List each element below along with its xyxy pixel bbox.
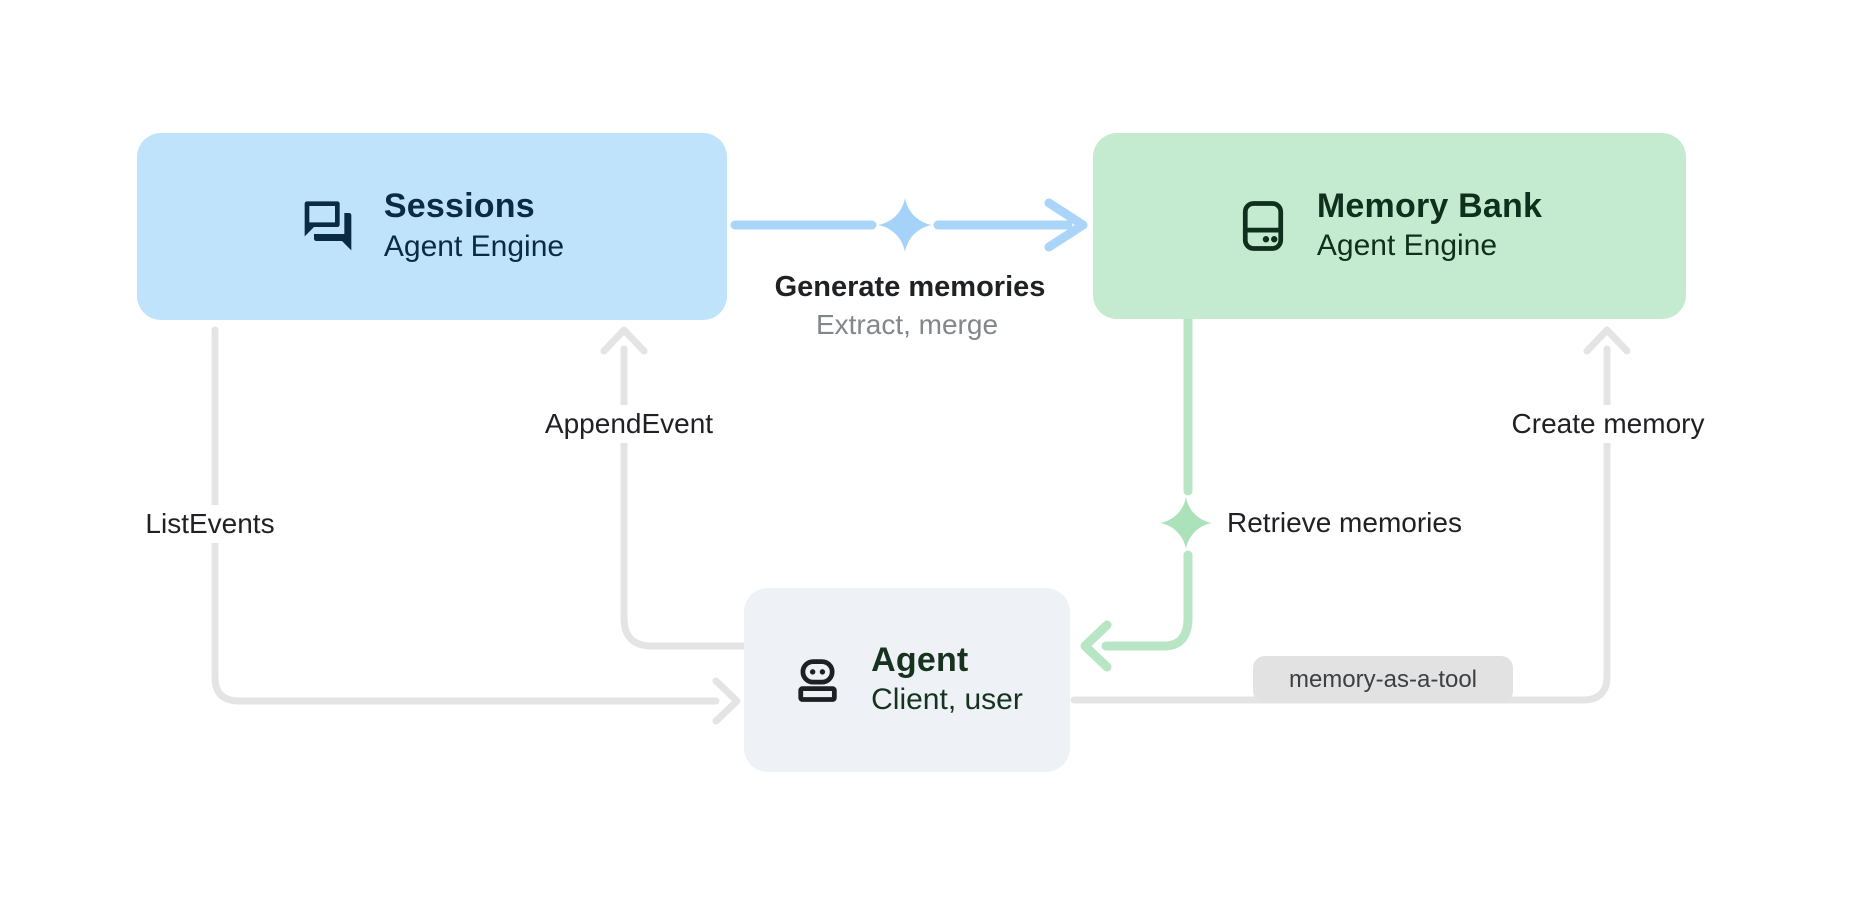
sessions-title: Sessions [383,187,535,226]
memory-storage-icon [1237,197,1289,255]
retrieve-memories-line-bottom [1101,550,1193,651]
list-events-arrowhead-icon [712,677,741,725]
list-events-line [211,326,720,705]
agent-subtitle: Client, user [871,683,1023,717]
append-event-arrowhead-icon [600,326,648,355]
green-sparkle-icon [1160,497,1212,549]
agent-text: Agent Client, user [871,641,1023,719]
memory-as-a-tool-label: memory-as-a-tool [1288,665,1478,693]
agent-title: Agent [871,640,969,679]
sessions-node: Sessions Agent Engine [137,133,727,320]
chat-bubbles-icon [300,199,356,255]
agent-node: Agent Client, user [744,588,1070,772]
sessions-subtitle: Agent Engine [383,229,565,263]
retrieve-memories-arrowhead-icon [1080,620,1112,672]
memory-bank-text: Memory Bank Agent Engine [1317,187,1542,265]
memory-bank-subtitle: Agent Engine [1316,229,1498,263]
list-events-label: ListEvents [133,505,287,544]
append-event-line [620,345,748,650]
create-memory-label: Create memory [1499,405,1717,444]
memory-as-a-tool-badge: memory-as-a-tool [1253,656,1513,703]
retrieve-memories-label: Retrieve memories [1227,507,1462,538]
memory-bank-title: Memory Bank [1316,186,1543,225]
append-event-label: AppendEvent [532,405,726,444]
create-memory-arrowhead-icon [1583,326,1631,355]
create-memory-line [1070,345,1611,704]
generate-memories-label: Generate memories [774,271,1046,303]
robot-icon [791,654,843,706]
sessions-text: Sessions Agent Engine [384,187,564,265]
memory-bank-node: Memory Bank Agent Engine [1093,133,1686,319]
generate-memories-arrowhead-icon [1044,198,1088,252]
blue-sparkle-icon [878,198,932,252]
generate-memories-sublabel: Extract, merge [815,309,999,340]
